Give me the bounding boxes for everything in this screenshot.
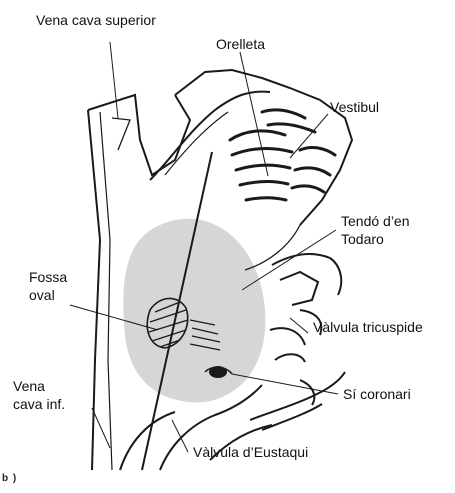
label-vena-cava-inf-line2: cava inf. xyxy=(13,396,65,413)
label-fossa-line1: Fossa xyxy=(29,269,67,286)
atrial-wall-outline xyxy=(88,110,100,470)
shaded-fossa-region xyxy=(123,219,265,403)
tricuspid-valve xyxy=(270,254,341,362)
label-vena-cava-inf-line1: Vena xyxy=(13,378,45,395)
label-si-coronari: Sí coronari xyxy=(343,386,411,403)
vestibule-edge xyxy=(245,225,300,270)
label-valvula-eustaqui: Vàlvula d’Eustaqui xyxy=(193,444,308,461)
label-orelleta: Orelleta xyxy=(216,36,265,53)
superior-vena-cava-fold xyxy=(112,118,130,150)
crista-fold-inner xyxy=(165,112,228,175)
label-vena-cava-superior: Vena cava superior xyxy=(36,12,156,29)
subfigure-label: b ) xyxy=(2,473,17,484)
label-tendo-line1: Tendó d’en xyxy=(341,213,410,230)
label-valvula-tricuspide: Vàlvula tricuspide xyxy=(313,319,423,336)
label-vestibul: Vestibul xyxy=(330,99,379,116)
atrial-wall-inner xyxy=(100,112,112,470)
label-tendo-line2: Todaro xyxy=(341,231,384,248)
lower-right-edge xyxy=(250,372,345,430)
label-fossa-line2: oval xyxy=(29,287,55,304)
